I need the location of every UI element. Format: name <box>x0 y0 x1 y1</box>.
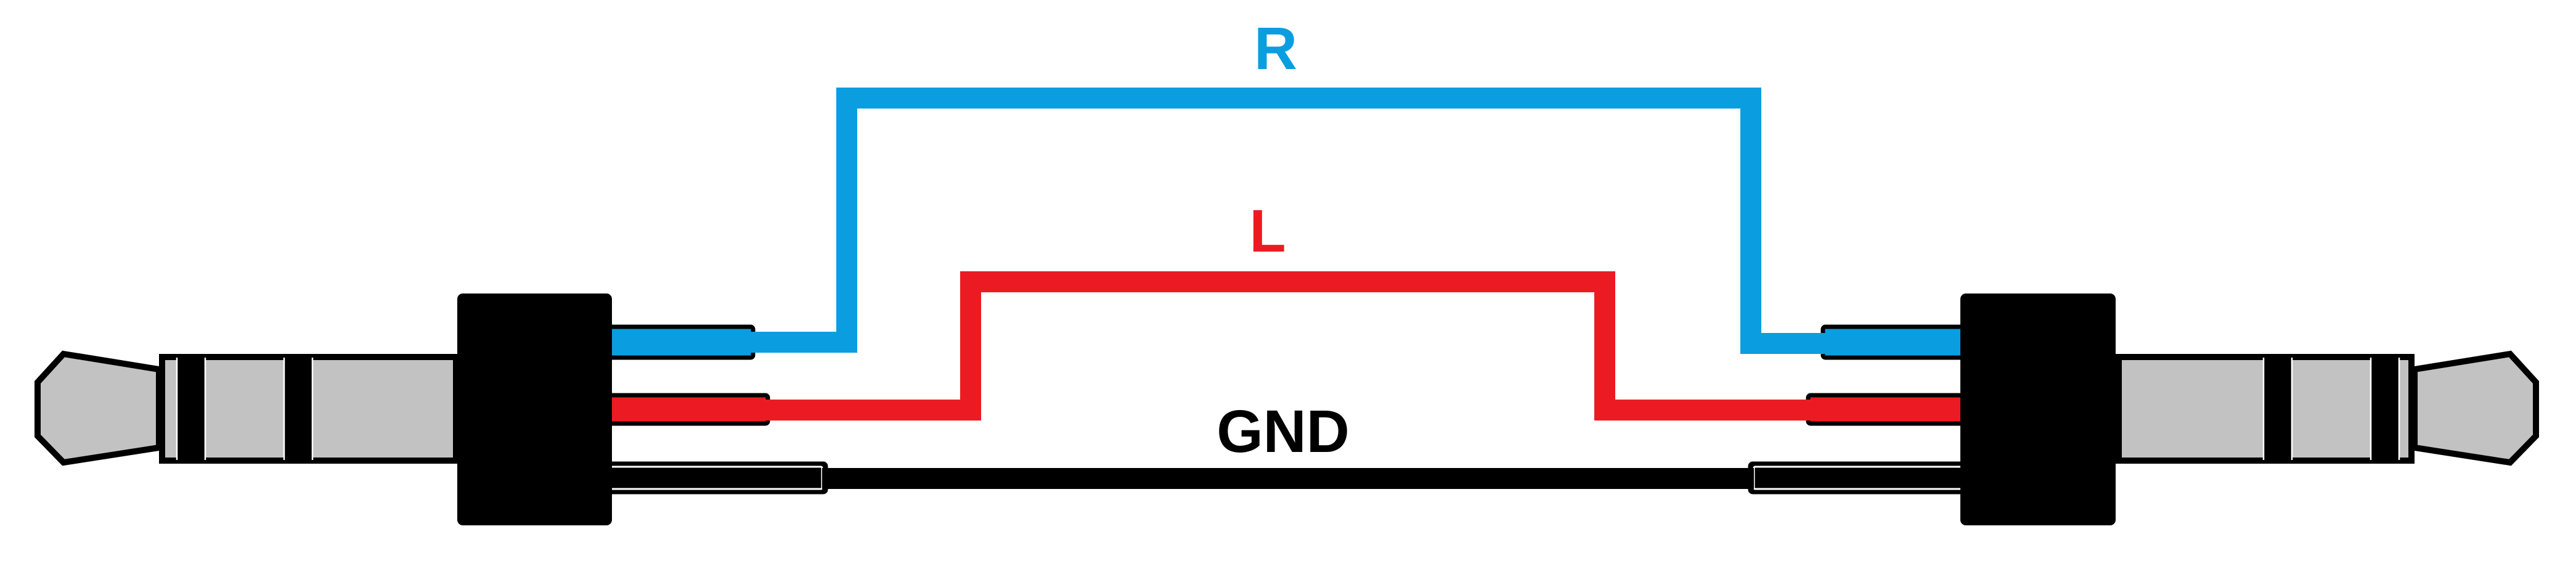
left-plug-right-channel-stub <box>598 324 756 360</box>
left-plug-tip <box>35 350 162 466</box>
left-plug-ground-stub <box>598 461 828 495</box>
left-plug-insulator-ring-1 <box>177 354 205 464</box>
right-plug-insulator-ring-2 <box>2264 354 2291 464</box>
right-wire-stubs <box>1748 324 1978 495</box>
right-plug-insulator-ring-1 <box>2371 354 2399 464</box>
right-plug-right-channel-stub <box>1820 324 1978 360</box>
wires <box>744 88 1832 489</box>
right-plug-left-channel-stub <box>1806 393 1978 426</box>
left-plug-body <box>457 294 612 525</box>
left-plug <box>35 350 459 466</box>
right-channel-wire <box>744 88 1832 354</box>
right-plug-tip <box>2411 350 2539 466</box>
right-plug-body <box>1960 294 2116 525</box>
right-channel-label: R <box>1254 15 1297 82</box>
left-plug-left-channel-stub <box>598 393 770 426</box>
left-channel-wire <box>763 271 1814 421</box>
right-plug-ground-stub <box>1748 461 1978 495</box>
ground-label: GND <box>1217 398 1350 465</box>
right-plug <box>2116 350 2539 466</box>
left-channel-label: L <box>1249 197 1286 265</box>
left-plug-insulator-ring-2 <box>285 354 312 464</box>
